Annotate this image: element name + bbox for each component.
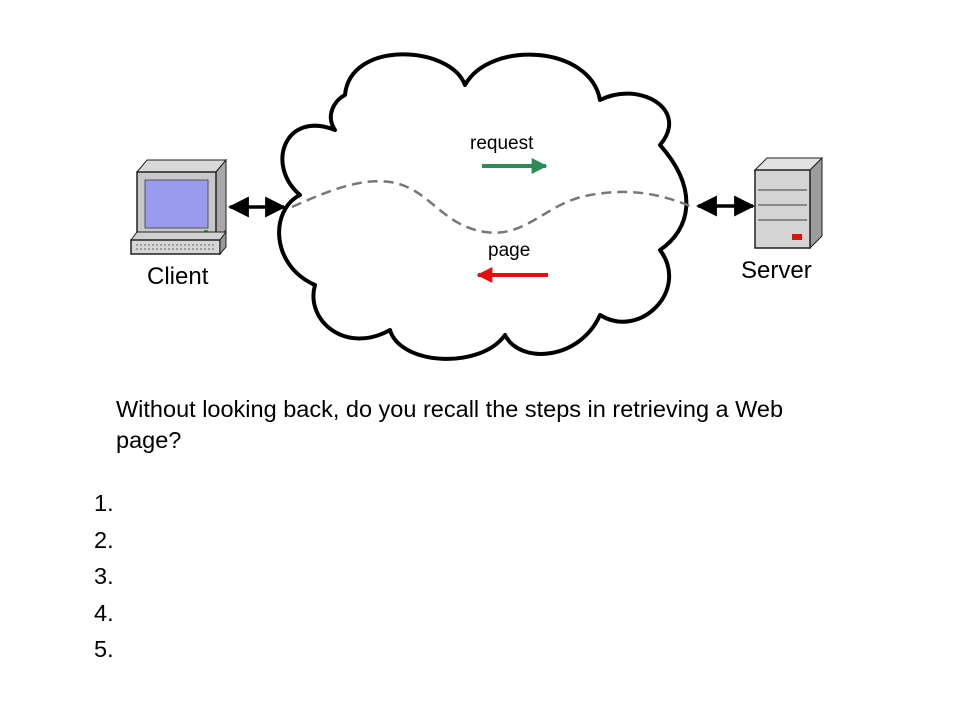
computer-icon <box>130 158 228 256</box>
step-item: 4. <box>94 599 114 626</box>
server-led <box>792 234 802 240</box>
step-item: 3. <box>94 563 114 589</box>
internet-cloud <box>277 52 689 361</box>
step-item: 1. <box>94 490 114 516</box>
request-label: request <box>470 133 534 154</box>
step-item: 2. <box>94 526 114 553</box>
server-label: Server <box>741 257 812 284</box>
page-label: page <box>488 240 531 261</box>
network-path <box>291 180 691 234</box>
diagram-canvas <box>130 52 824 361</box>
steps-list: 1. 2. 3. 4. 5. <box>94 489 114 672</box>
client-label: Client <box>147 263 209 290</box>
web-request-diagram: Client Server request page <box>130 52 824 361</box>
question-text: Without looking back, do you recall the … <box>116 396 784 453</box>
server-icon <box>753 156 824 250</box>
step-item: 5. <box>94 636 114 662</box>
